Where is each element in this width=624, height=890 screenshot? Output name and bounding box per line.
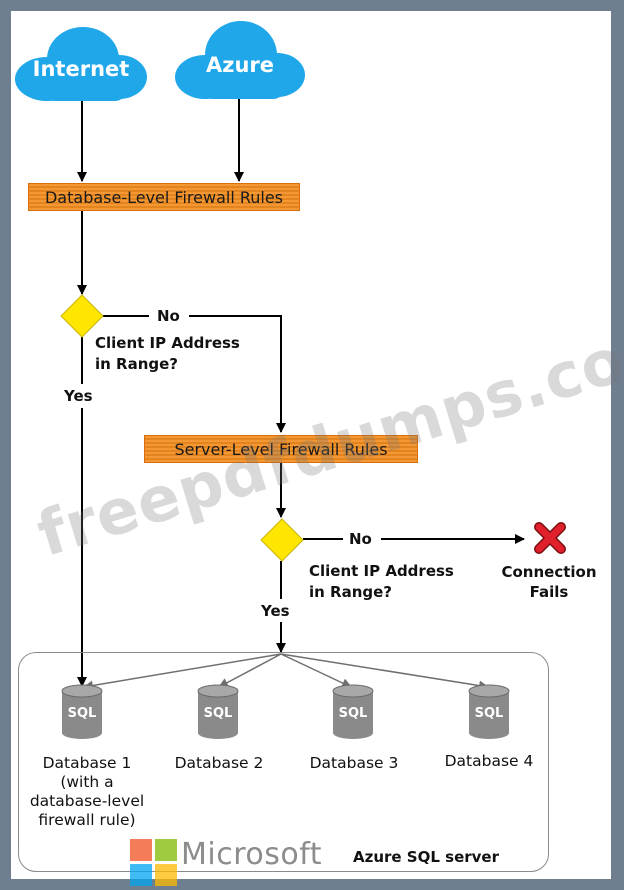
connection-fails-x-icon xyxy=(534,522,566,554)
database-1-icon: SQL xyxy=(61,684,103,740)
azure-sql-server-container xyxy=(18,652,549,872)
arrow-decision1-no xyxy=(189,315,286,433)
server-level-firewall-label: Server-Level Firewall Rules xyxy=(174,439,388,459)
decision2-question-line2: in Range? xyxy=(309,583,393,601)
database-level-firewall-box: Database-Level Firewall Rules xyxy=(28,183,300,211)
database-2-icon: SQL xyxy=(197,684,239,740)
connection-fails-line2: Fails xyxy=(529,583,569,601)
database-1-label-line1: Database 1 xyxy=(42,754,132,772)
database-4-label-line1: Database 4 xyxy=(444,752,534,770)
microsoft-logo-icon xyxy=(130,839,178,887)
azure-label: Azure xyxy=(205,53,275,77)
decision1-question-line2: in Range? xyxy=(95,355,179,373)
azure-cloud-icon xyxy=(175,21,305,99)
azure-sql-server-label: Azure SQL server xyxy=(353,848,499,866)
server-level-firewall-box: Server-Level Firewall Rules xyxy=(144,435,418,463)
database-3-label-line1: Database 3 xyxy=(309,754,399,772)
decision2-diamond-icon xyxy=(260,518,304,562)
database-level-firewall-label: Database-Level Firewall Rules xyxy=(44,187,284,207)
microsoft-logo-text: Microsoft xyxy=(181,837,323,872)
decision2-yes-label: Yes xyxy=(261,602,290,620)
database-2-label: Database 2 xyxy=(163,754,275,773)
database-2-label-line1: Database 2 xyxy=(174,754,264,772)
decision1-diamond-icon xyxy=(60,294,104,338)
database-4-sql-text: SQL xyxy=(474,706,504,721)
database-3-label: Database 3 xyxy=(298,754,410,773)
database-1-label-line3: database-level xyxy=(29,792,145,810)
database-4-label: Database 4 xyxy=(431,752,547,771)
internet-label: Internet xyxy=(32,57,130,81)
connection-fails-line1: Connection xyxy=(501,563,597,581)
database-1-label-line2: (with a xyxy=(60,773,114,791)
diagram-canvas: Internet Azure Database-Level Firewall R… xyxy=(11,11,624,886)
decision1-yes-label: Yes xyxy=(64,387,93,405)
decision2-question-line1: Client IP Address xyxy=(309,562,454,580)
database-1-label: Database 1 (with a database-level firewa… xyxy=(22,754,152,830)
internet-cloud-icon xyxy=(15,27,147,101)
decision1-question-line1: Client IP Address xyxy=(95,334,240,352)
arrow-to-database-3 xyxy=(280,653,352,688)
database-3-sql-text: SQL xyxy=(338,706,368,721)
arrow-to-database-2 xyxy=(218,653,282,688)
database-3-icon: SQL xyxy=(332,684,374,740)
arrow-to-database-1 xyxy=(83,653,282,691)
database-4-icon: SQL xyxy=(468,684,510,740)
decision2-no-label: No xyxy=(349,530,372,548)
database-1-label-line4: firewall rule) xyxy=(38,811,136,829)
database-1-sql-text: SQL xyxy=(67,706,97,721)
arrow-to-database-4 xyxy=(280,653,489,691)
connector-lines xyxy=(77,99,525,691)
decision1-no-label: No xyxy=(157,307,180,325)
database-2-sql-text: SQL xyxy=(203,706,233,721)
